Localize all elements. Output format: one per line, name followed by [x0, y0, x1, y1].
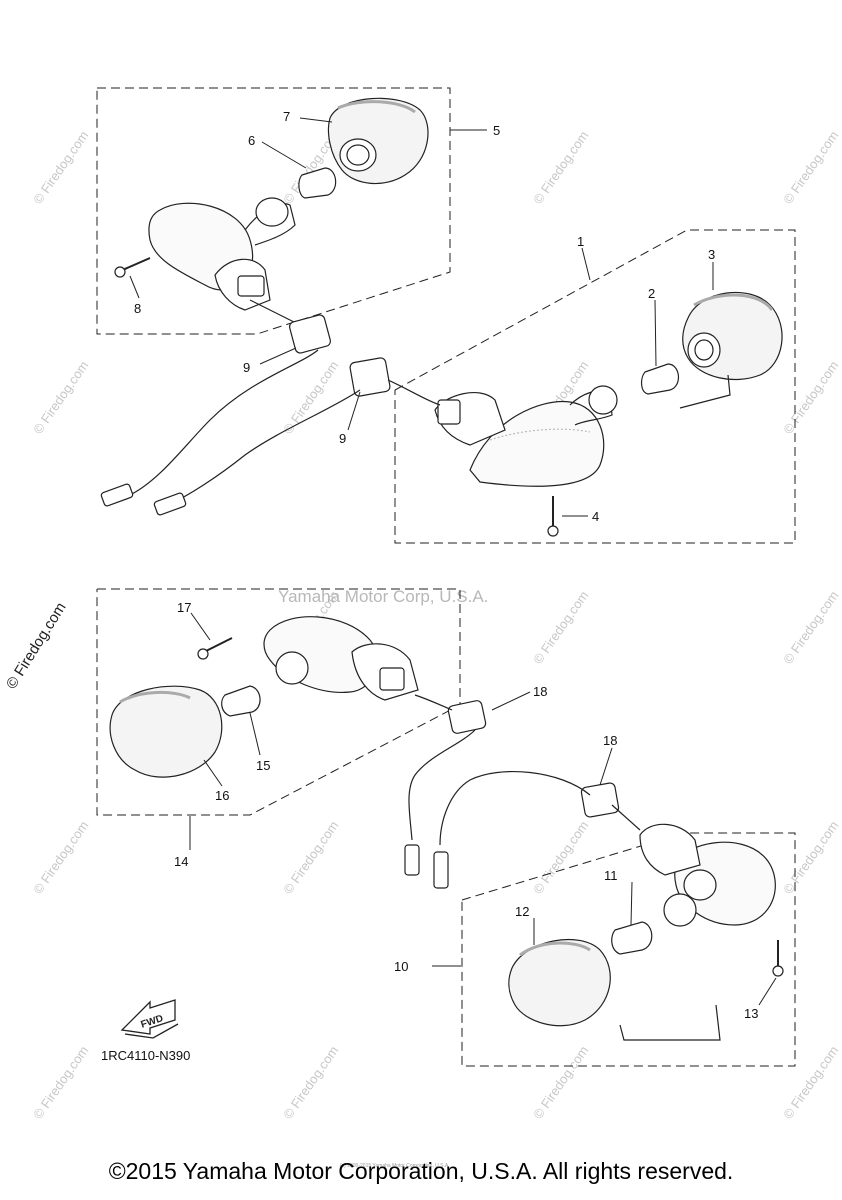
watermark-tile: © Firedog.com	[30, 818, 91, 897]
callout-7: 7	[283, 109, 290, 124]
bulb-15	[221, 685, 261, 717]
watermark-tile: © Firedog.com	[30, 128, 91, 207]
lens-12	[508, 938, 611, 1027]
callout-9-right: 9	[339, 431, 346, 446]
signal-assembly-rear-left	[114, 97, 429, 326]
watermark-tile: © Firedog.com	[530, 588, 591, 667]
signal-assembly-front-right	[508, 823, 784, 1041]
signal-assembly-rear-right	[434, 291, 783, 537]
watermark-side: © Firedog.com	[3, 599, 70, 692]
box-14	[96, 588, 461, 816]
watermark-tile: © Firedog.com	[530, 128, 591, 207]
callout-15: 15	[256, 758, 270, 773]
signal-assembly-front-left	[109, 616, 419, 778]
connector-9-right	[349, 357, 391, 397]
callout-2: 2	[648, 286, 655, 301]
watermark-tile: © Firedog.com	[780, 818, 841, 897]
callout-14: 14	[174, 854, 188, 869]
box-1	[394, 229, 796, 544]
callout-12: 12	[515, 904, 529, 919]
connector-9-left	[288, 314, 332, 354]
watermark-tile: © Firedog.com	[280, 1043, 341, 1122]
watermark-tile: © Firedog.com	[530, 818, 591, 897]
tiny-copyright: (c) 2000-2015 Yamaha Motor Corporation, …	[340, 1163, 450, 1169]
footer-copyright: ©2015 Yamaha Motor Corporation, U.S.A. A…	[108, 1158, 734, 1184]
callout-3: 3	[708, 247, 715, 262]
watermark-tile: © Firedog.com	[30, 358, 91, 437]
part-code: 1RC4110-N390	[101, 1048, 191, 1063]
watermark-tile: © Firedog.com	[30, 1043, 91, 1122]
fwd-arrow-icon: FWD	[120, 999, 179, 1039]
callout-18-upper: 18	[533, 684, 547, 699]
bulb-11	[611, 921, 653, 955]
group-boxes	[96, 87, 796, 1067]
watermark-tile: © Firedog.com	[780, 588, 841, 667]
wiring-lower	[404, 694, 641, 889]
callout-8: 8	[134, 301, 141, 316]
connector-18-left	[447, 700, 487, 734]
callout-13: 13	[744, 1006, 758, 1021]
callout-1: 1	[577, 234, 584, 249]
lens-16	[109, 685, 223, 778]
box-5	[96, 87, 451, 335]
connector-18-right	[580, 782, 620, 818]
callout-17: 17	[177, 600, 191, 615]
callout-10: 10	[394, 959, 408, 974]
callout-16: 16	[215, 788, 229, 803]
watermark-tile: © Firedog.com	[780, 128, 841, 207]
watermark-center: Yamaha Motor Corp, U.S.A.	[278, 587, 488, 606]
callout-9-left: 9	[243, 360, 250, 375]
leader-lines	[129, 117, 777, 1006]
housing-1	[469, 400, 605, 487]
watermark-tile: © Firedog.com	[780, 1043, 841, 1122]
wiring-upper	[100, 314, 441, 516]
bulb-6	[298, 167, 337, 199]
watermark-tile: © Firedog.com	[530, 1043, 591, 1122]
callout-18-lower: 18	[603, 733, 617, 748]
callouts: 7 6 5 1 2 3 4 8 9 9 17 15 16 14 18 18 10…	[134, 109, 758, 1021]
callout-4: 4	[592, 509, 599, 524]
bulb-2	[641, 363, 679, 395]
watermark-tile: © Firedog.com	[280, 358, 341, 437]
callout-6: 6	[248, 133, 255, 148]
watermark-tile: © Firedog.com	[780, 358, 841, 437]
callout-11: 11	[604, 868, 618, 883]
watermark-tile: © Firedog.com	[280, 818, 341, 897]
callout-5: 5	[493, 123, 500, 138]
watermark-tiles: © Firedog.com © Firedog.com © Firedog.co…	[3, 128, 841, 1122]
